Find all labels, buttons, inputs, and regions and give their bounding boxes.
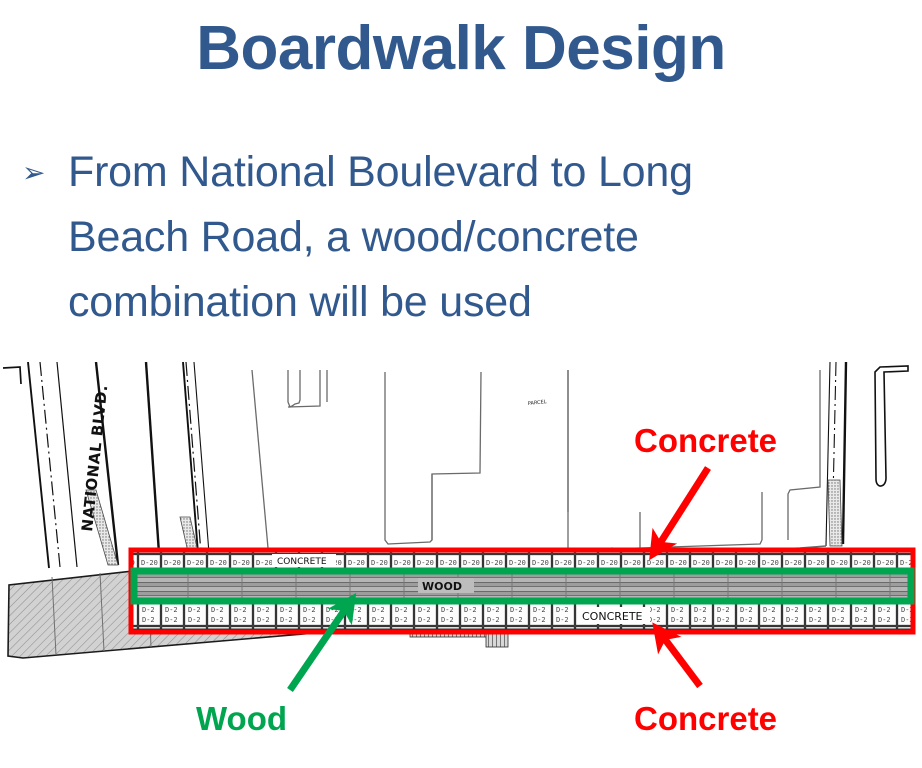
parcel-note: PARCEL	[528, 399, 548, 407]
right-street	[825, 362, 909, 547]
page-title: Boardwalk Design	[196, 14, 726, 83]
wood-highlight-box	[130, 567, 915, 605]
body-text-block: ➢ From National Boulevard to Long Beach …	[12, 140, 812, 335]
concrete-strip-bottom-label: CONCRETE	[582, 610, 643, 623]
bullet-text: From National Boulevard to Long Beach Ro…	[68, 148, 693, 326]
wood-strip-label: WOOD	[422, 580, 462, 593]
wood-strip: WOOD	[132, 572, 914, 600]
callout-label-wood: Wood	[196, 700, 288, 737]
concrete-strip-top-label: CONCRETE	[277, 557, 327, 567]
boardwalk-plan-drawing: D‑2 D‑2 D‑20	[0, 362, 922, 662]
concrete-strip-top: CONCRETE	[132, 551, 914, 571]
list-item: ➢ From National Boulevard to Long Beach …	[12, 140, 812, 335]
bullet-arrow-icon: ➢	[22, 156, 46, 189]
plan-svg: D‑2 D‑2 D‑20	[0, 362, 922, 662]
concrete-strip-bottom: CONCRETE	[132, 602, 914, 630]
callout-label-concrete-bottom: Concrete	[634, 700, 778, 737]
